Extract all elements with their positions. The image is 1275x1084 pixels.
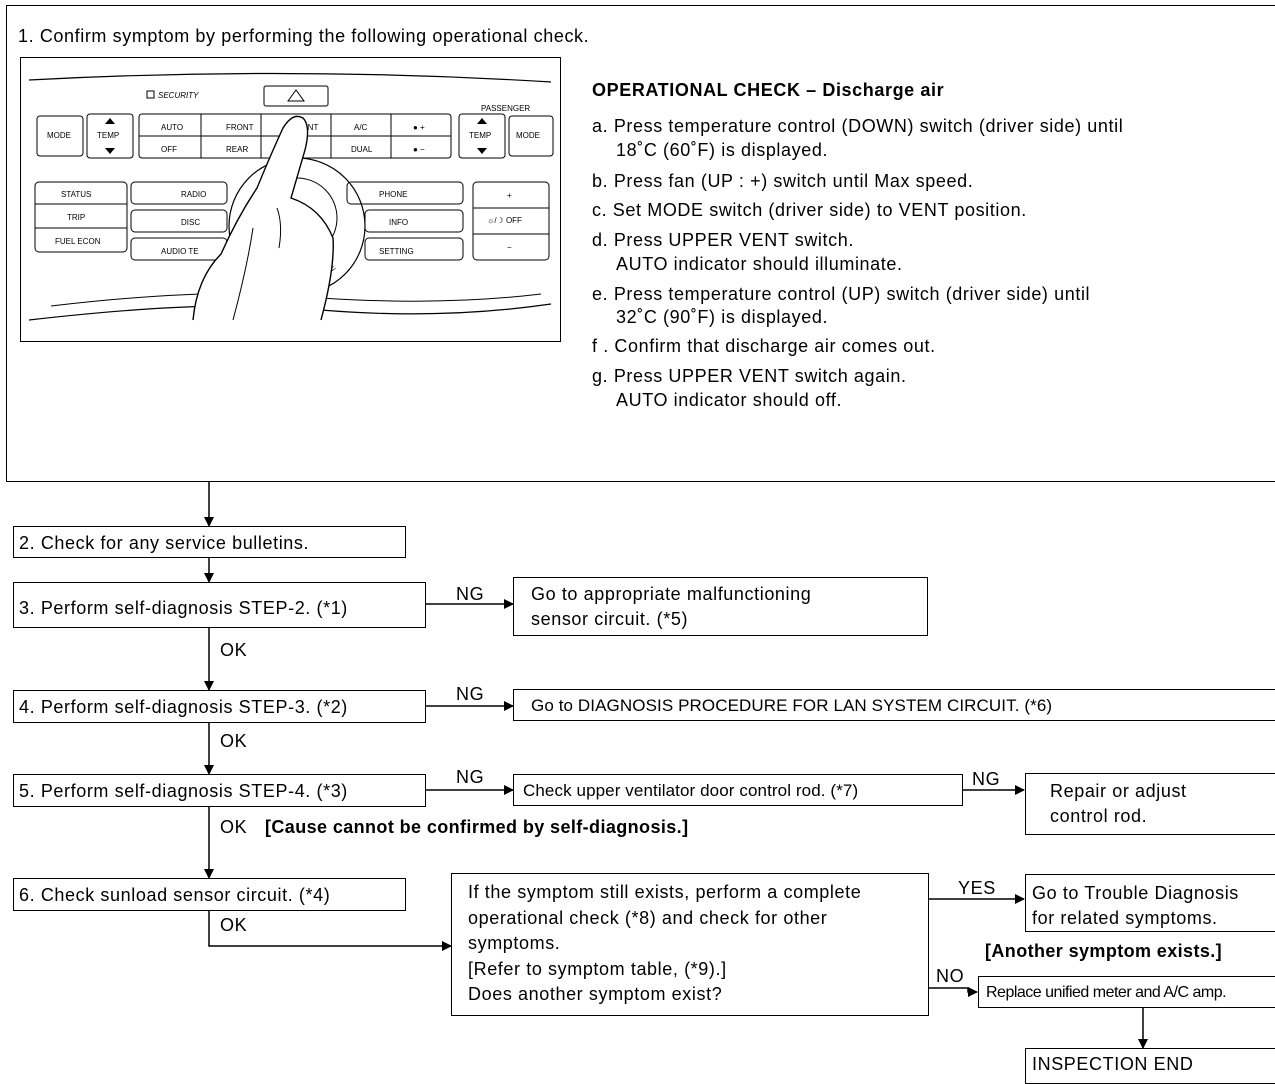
svg-text:● +: ● +: [413, 123, 425, 132]
op-check-item-c: c. Set MODE switch (driver side) to VENT…: [592, 200, 1027, 220]
step5-ok-note: [Cause cannot be confirmed by self-diagn…: [265, 817, 689, 837]
svg-text:A/C: A/C: [354, 123, 368, 132]
no-box: [978, 976, 1275, 1008]
step4-ng-label: NG: [456, 684, 485, 704]
svg-text:AUTO: AUTO: [161, 123, 183, 132]
climate-control-panel-illustration: SECURITY PASSENGER MODE TEMP AUTO OFF FR…: [28, 72, 554, 321]
step6-ok-label: OK: [220, 915, 248, 935]
svg-text:DISC: DISC: [181, 218, 200, 227]
svg-text:FRONT: FRONT: [226, 123, 254, 132]
arrow-6-to-question: [208, 911, 452, 951]
illustration-frame: SECURITY PASSENGER MODE TEMP AUTO OFF FR…: [20, 57, 561, 342]
op-check-item-g: g. Press UPPER VENT switch again.: [592, 366, 907, 386]
op-check-item-e: e. Press temperature control (UP) switch…: [592, 284, 1091, 304]
svg-text:OFF: OFF: [161, 145, 177, 154]
svg-text:PHONE: PHONE: [379, 190, 407, 199]
step5-ng2-line2: control rod.: [1050, 806, 1148, 826]
question-line-5: Does another symptom exist?: [468, 984, 723, 1004]
step5-text: 5. Perform self-diagnosis STEP-4. (*3): [19, 781, 348, 801]
yes-box: [1025, 874, 1275, 932]
svg-text:STATUS: STATUS: [61, 190, 91, 199]
op-check-item-d-cont: AUTO indicator should illuminate.: [616, 254, 903, 274]
step5-ng2-label: NG: [972, 769, 1001, 789]
svg-text:−: −: [507, 243, 512, 252]
svg-text:TEMP: TEMP: [97, 131, 119, 140]
svg-text:MODE: MODE: [516, 131, 540, 140]
svg-text:TEMP: TEMP: [469, 131, 491, 140]
step3-ok-label: OK: [220, 640, 248, 660]
step5-ok-label: OK: [220, 817, 248, 837]
step5-ng-label: NG: [456, 767, 485, 787]
svg-text:SETTING: SETTING: [379, 247, 414, 256]
step4-box: [13, 690, 426, 723]
yes-note: [Another symptom exists.]: [985, 941, 1223, 961]
step3-ng-line2: sensor circuit. (*5): [531, 609, 689, 629]
op-check-item-g-cont: AUTO indicator should off.: [616, 390, 843, 410]
step5-ng-text: Check upper ventilator door control rod.…: [523, 781, 859, 800]
op-check-item-a: a. Press temperature control (DOWN) swit…: [592, 116, 1124, 136]
question-line-4: [Refer to symptom table, (*9).]: [468, 959, 727, 979]
svg-text:DUAL: DUAL: [351, 145, 373, 154]
svg-text:☼/☽ OFF: ☼/☽ OFF: [487, 216, 522, 225]
no-label: NO: [936, 966, 965, 986]
step6-box: [13, 878, 406, 911]
question-line-1: If the symptom still exists, perform a c…: [468, 882, 862, 902]
svg-text:TRIP: TRIP: [67, 213, 85, 222]
no-text: Replace unified meter and A/C amp.: [986, 984, 1227, 1001]
op-check-item-a-cont: 18˚C (60˚F) is displayed.: [616, 140, 829, 160]
end-text: INSPECTION END: [1032, 1054, 1194, 1074]
op-check-heading: OPERATIONAL CHECK – Discharge air: [592, 80, 945, 100]
yes-line1: Go to Trouble Diagnosis: [1032, 883, 1239, 903]
step3-ng-box: [513, 577, 928, 636]
question-box: [451, 873, 929, 1016]
step2-box: [13, 526, 406, 558]
op-check-item-e-cont: 32˚C (90˚F) is displayed.: [616, 307, 829, 327]
step6-text: 6. Check sunload sensor circuit. (*4): [19, 885, 331, 905]
step3-ng-label: NG: [456, 584, 485, 604]
step3-ng-line1: Go to appropriate malfunctioning: [531, 584, 812, 604]
step5-ng-box: [513, 774, 963, 806]
step1-title: 1. Confirm symptom by performing the fol…: [18, 26, 590, 46]
step4-ok-label: OK: [220, 731, 248, 751]
svg-text:FUEL ECON: FUEL ECON: [55, 237, 101, 246]
question-line-3: symptoms.: [468, 933, 561, 953]
arrow-no: [929, 987, 978, 997]
yes-label: YES: [958, 878, 996, 898]
question-line-2: operational check (*8) and check for oth…: [468, 908, 828, 928]
step4-ng-text: Go to DIAGNOSIS PROCEDURE FOR LAN SYSTEM…: [531, 696, 1053, 715]
step2-text: 2. Check for any service bulletins.: [19, 533, 310, 553]
svg-text:REAR: REAR: [226, 145, 248, 154]
step3-text: 3. Perform self-diagnosis STEP-2. (*1): [19, 598, 348, 618]
svg-text:AUDIO TE: AUDIO TE: [161, 247, 199, 256]
yes-line2: for related symptoms.: [1032, 908, 1218, 928]
svg-text:RADIO: RADIO: [181, 190, 206, 199]
op-check-item-f: f . Confirm that discharge air comes out…: [592, 336, 936, 356]
svg-text:INFO: INFO: [389, 218, 408, 227]
passenger-label: PASSENGER: [481, 104, 530, 113]
step5-box: [13, 774, 426, 807]
svg-text:MODE: MODE: [47, 131, 71, 140]
svg-text:● −: ● −: [413, 145, 425, 154]
security-label: SECURITY: [158, 91, 199, 100]
op-check-item-b: b. Press fan (UP : +) switch until Max s…: [592, 171, 974, 191]
op-check-item-d: d. Press UPPER VENT switch.: [592, 230, 854, 250]
step5-ng2-box: [1025, 773, 1275, 835]
svg-text:+: +: [507, 191, 512, 200]
step3-box: [13, 582, 426, 628]
step5-ng2-line1: Repair or adjust: [1050, 781, 1187, 801]
step4-ng-box: [513, 689, 1275, 721]
step4-text: 4. Perform self-diagnosis STEP-3. (*2): [19, 697, 348, 717]
